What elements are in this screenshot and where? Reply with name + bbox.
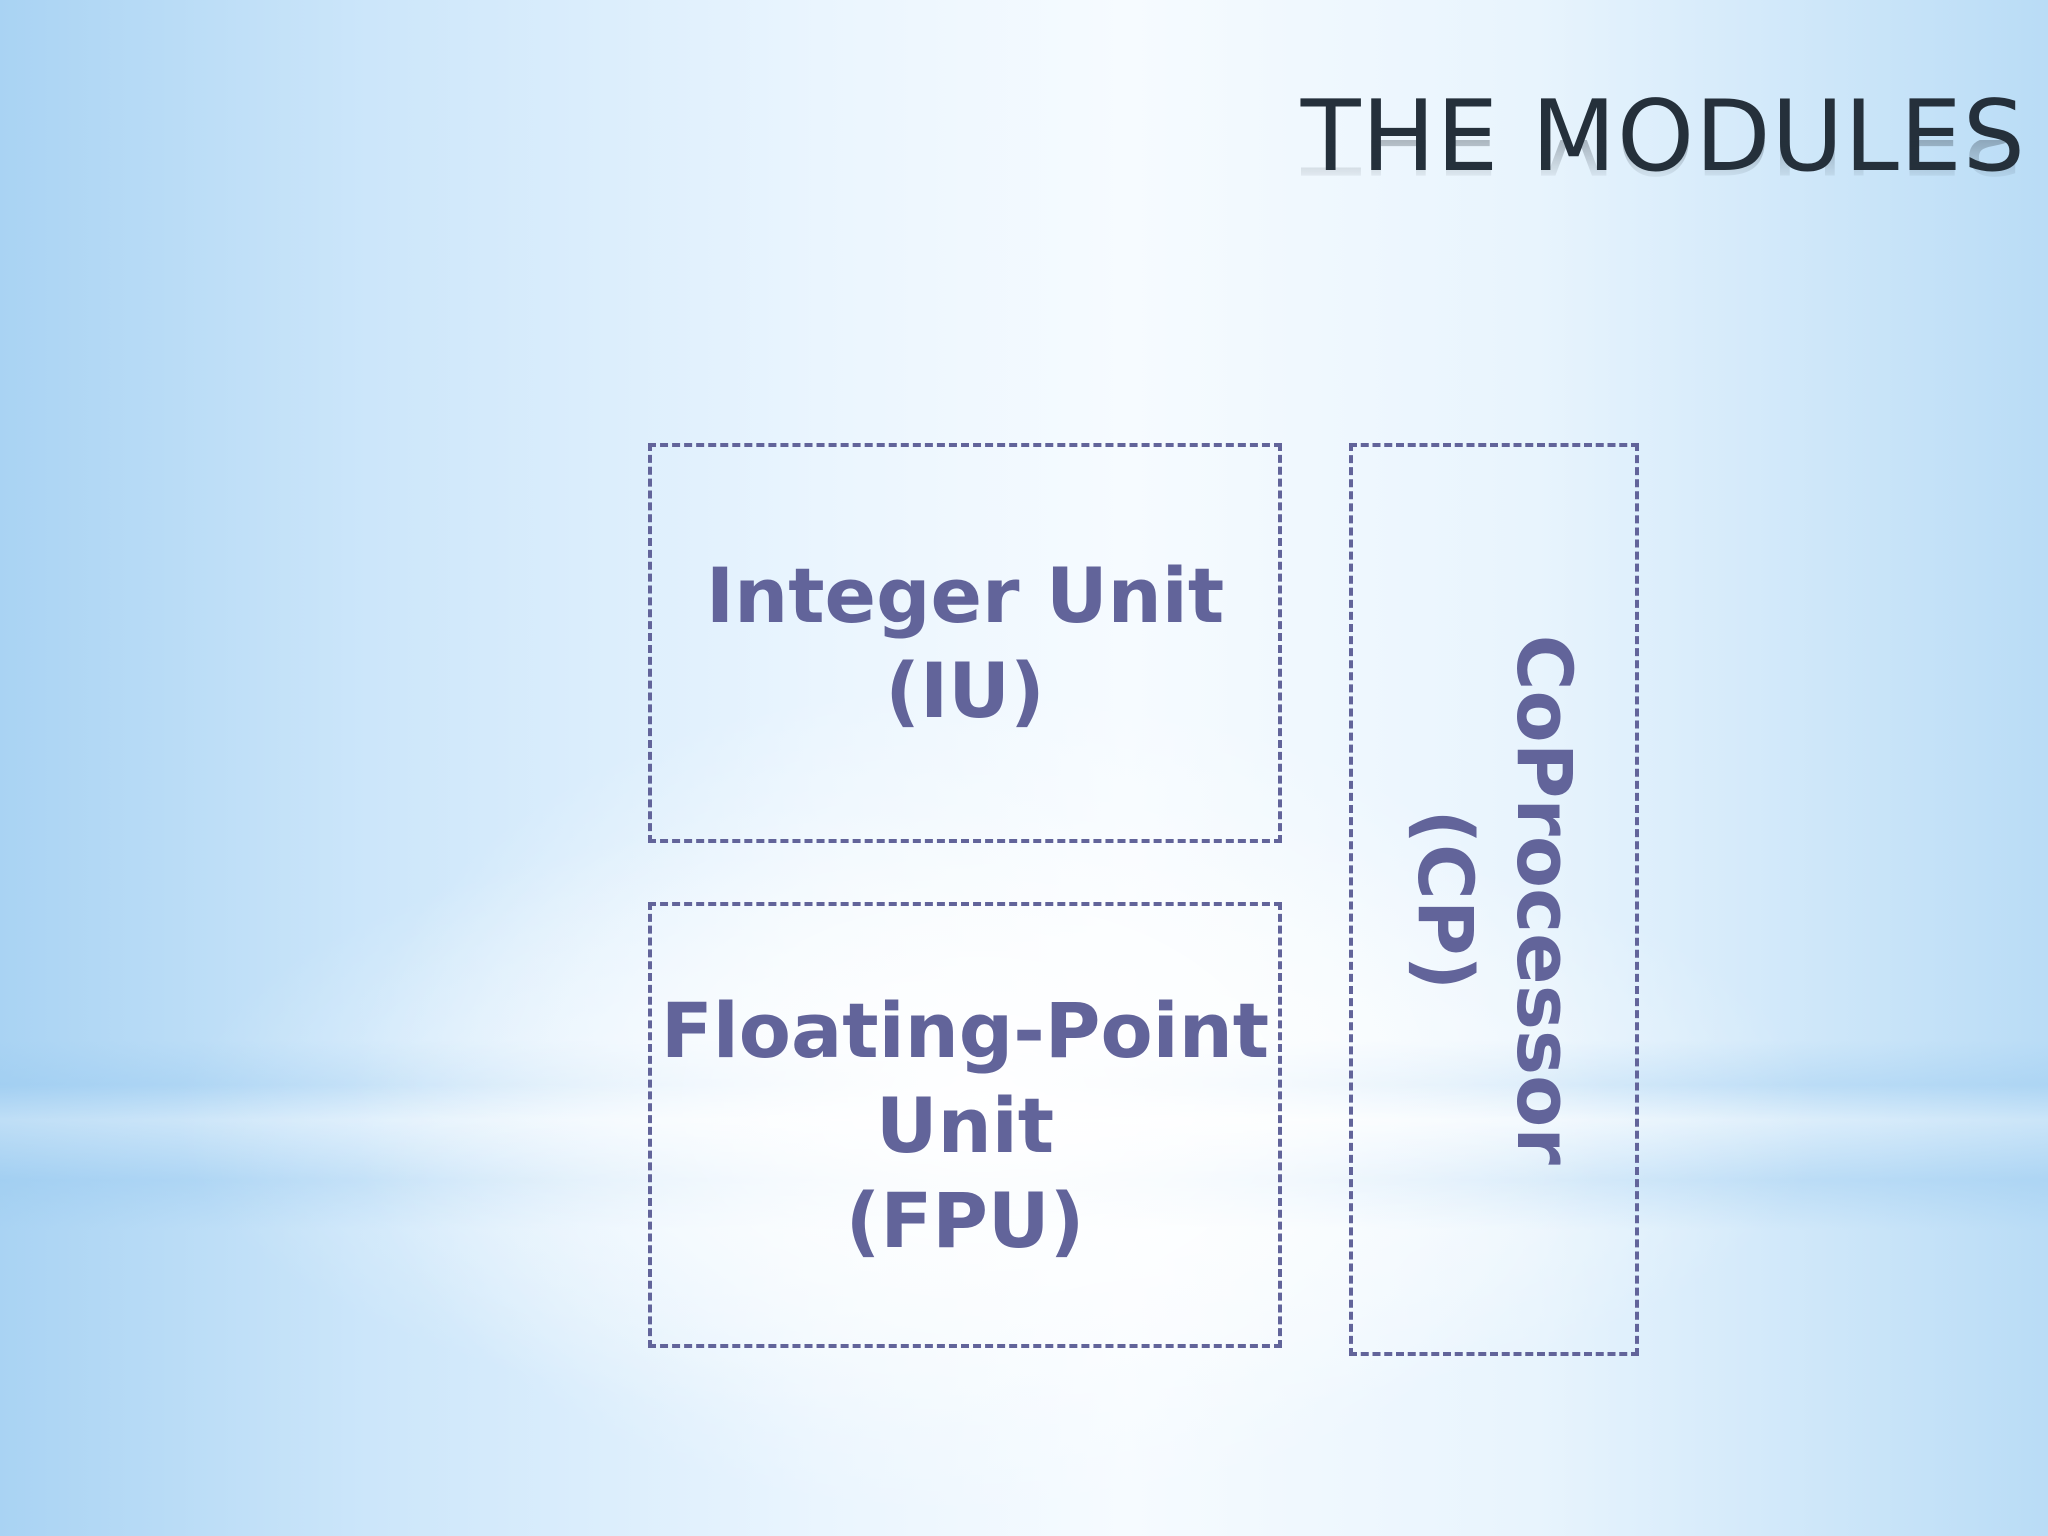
coprocessor-label: CoProcessor (CP) xyxy=(1395,634,1593,1164)
floating-point-unit-abbrev: (FPU) xyxy=(845,1175,1085,1265)
floating-point-unit-name-1: Floating-Point xyxy=(660,985,1270,1075)
floating-point-unit-name-2: Unit xyxy=(875,1080,1055,1170)
floating-point-unit-label: Floating-Point Unit (FPU) xyxy=(661,983,1269,1268)
slide-title: THE MODULES xyxy=(1300,80,2026,194)
floating-point-unit-box: Floating-Point Unit (FPU) xyxy=(648,902,1282,1348)
coprocessor-abbrev: (CP) xyxy=(1401,809,1490,990)
slide-title-reflection: THE MODULES xyxy=(1301,140,2026,186)
integer-unit-box: Integer Unit (IU) xyxy=(648,443,1282,843)
coprocessor-name: CoProcessor xyxy=(1499,634,1589,1165)
integer-unit-name: Integer Unit xyxy=(705,551,1225,640)
integer-unit-label: Integer Unit (IU) xyxy=(706,548,1224,738)
coprocessor-box: CoProcessor (CP) xyxy=(1349,443,1639,1356)
integer-unit-abbrev: (IU) xyxy=(885,646,1045,735)
